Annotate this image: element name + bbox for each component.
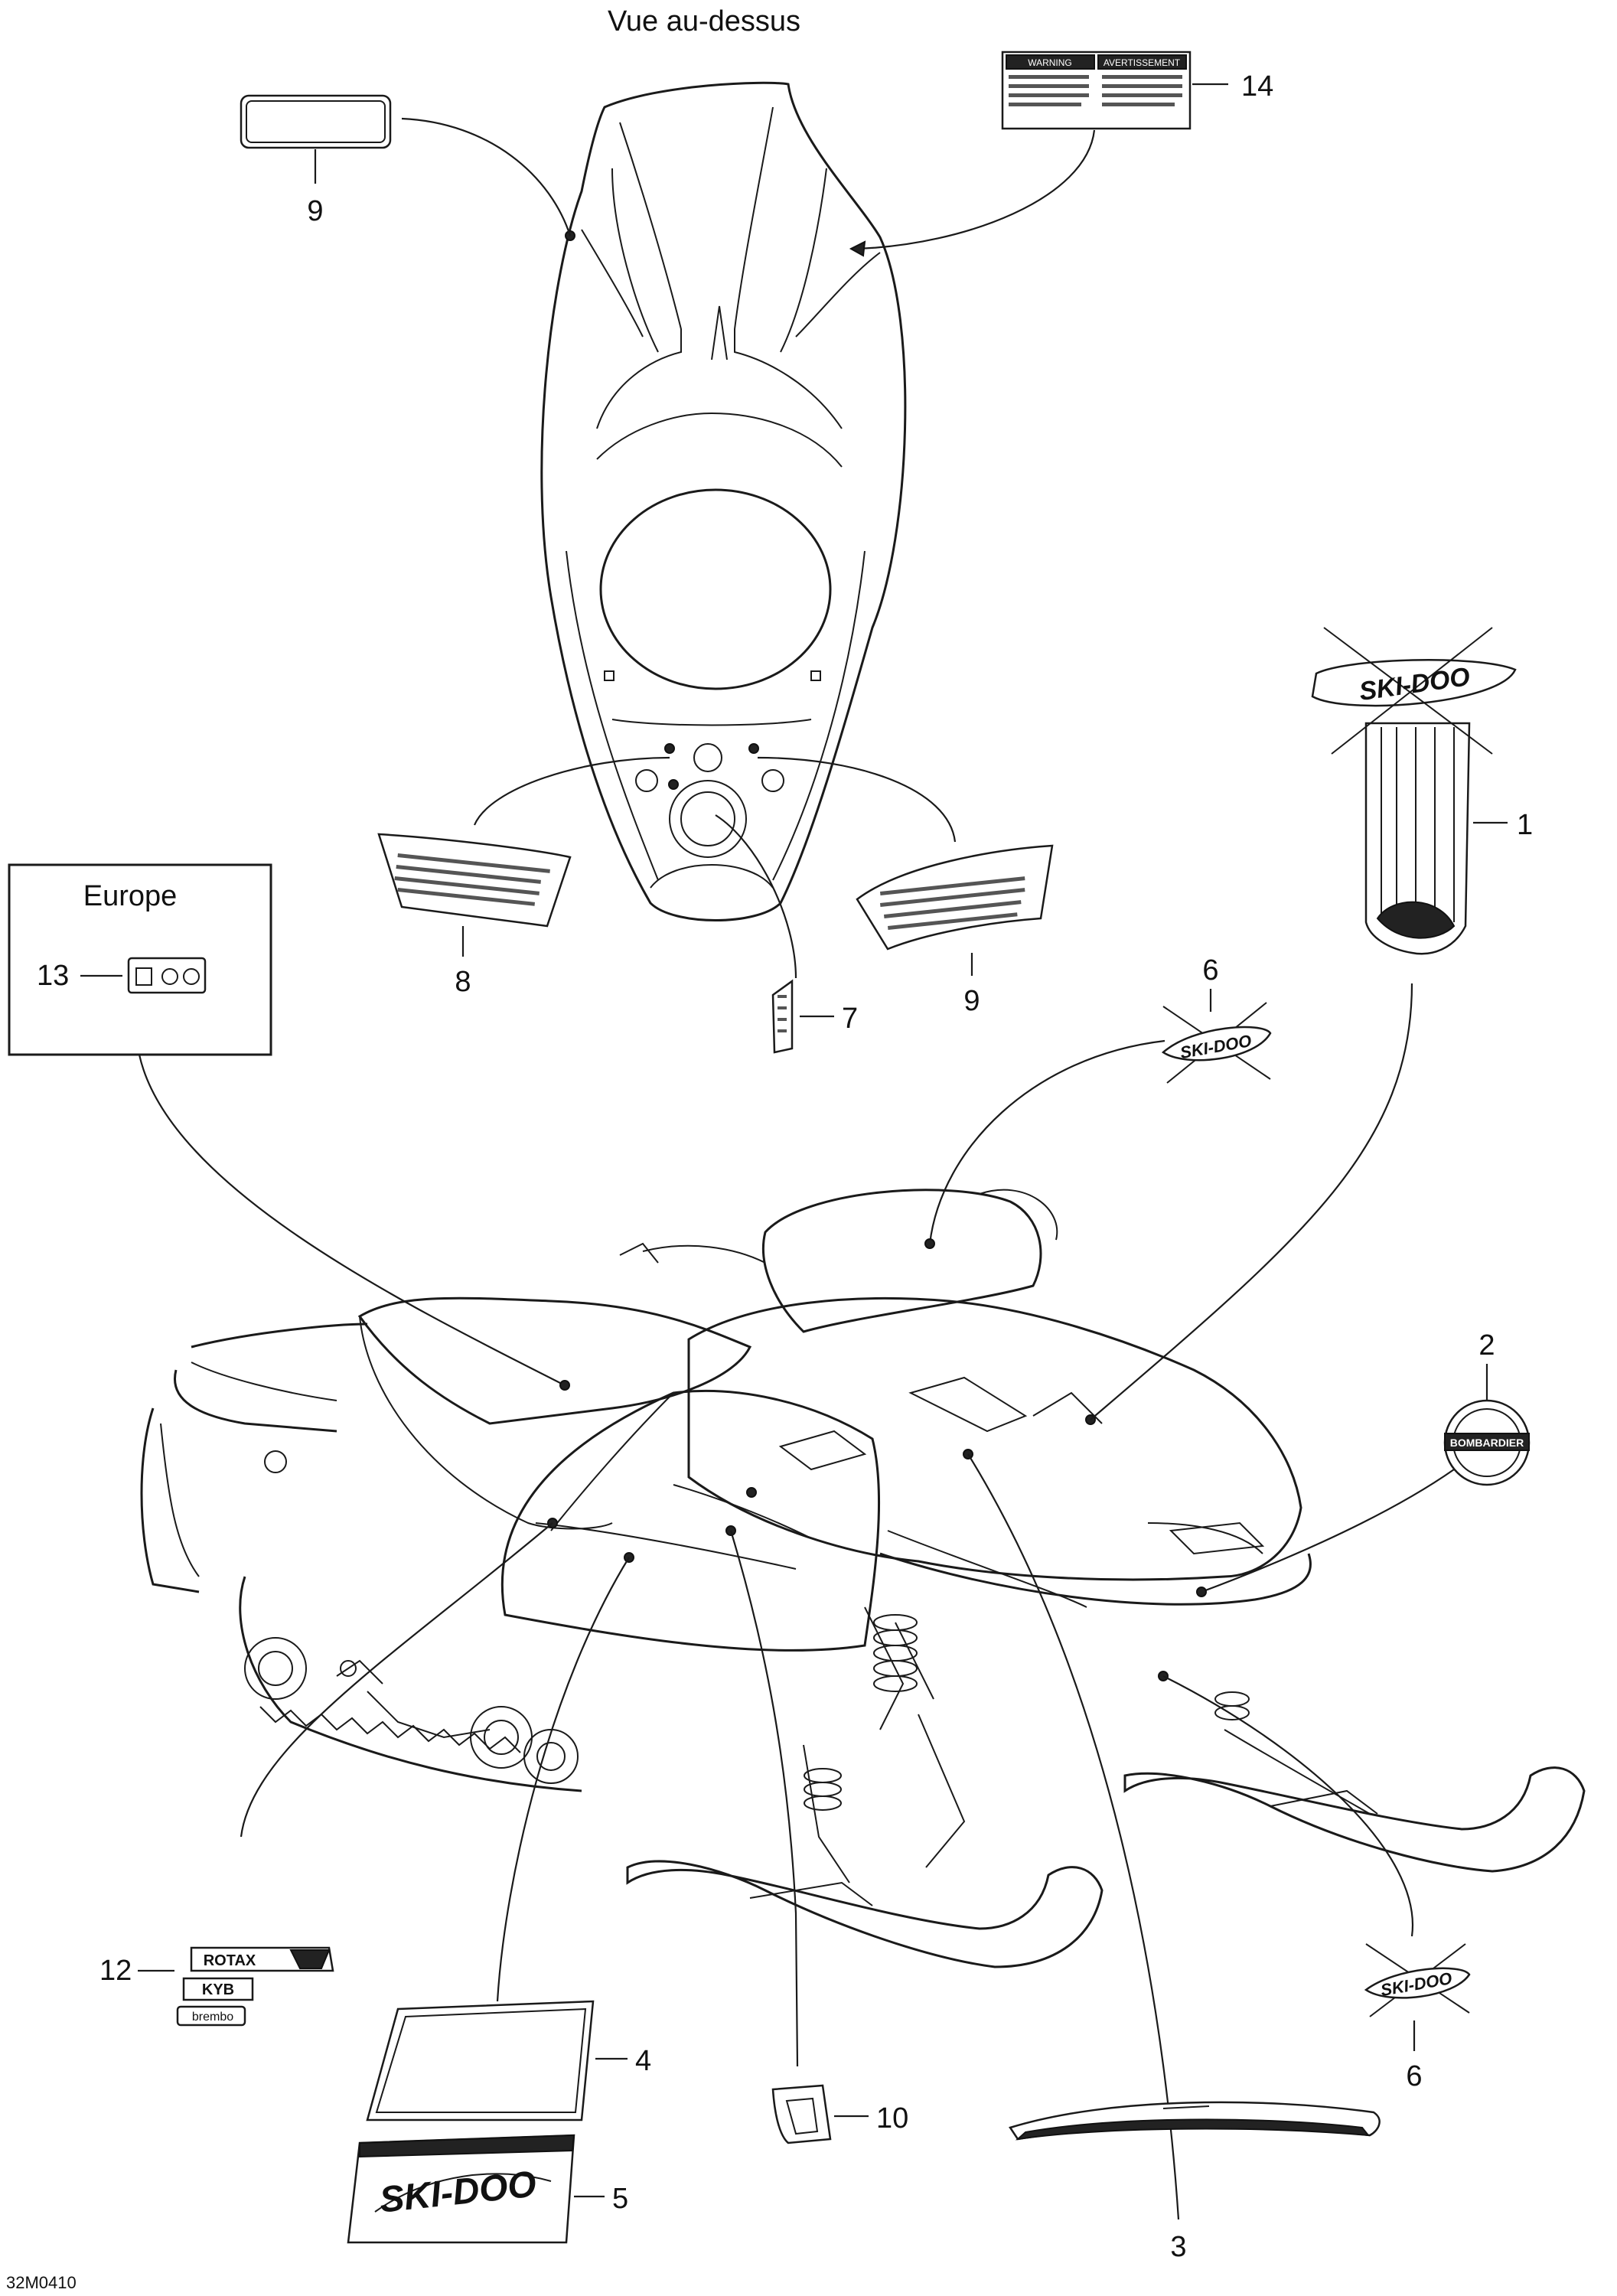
- callout-3: 3: [1170, 2231, 1186, 2263]
- decal-14-warning-label: WARNING AVERTISSEMENT 14: [849, 51, 1273, 257]
- europe-title: Europe: [83, 880, 178, 912]
- label-14-warning-fr: AVERTISSEMENT: [1104, 57, 1181, 68]
- decal-7: 7: [715, 814, 858, 1054]
- callout-6-upper: 6: [1202, 954, 1218, 987]
- callout-7: 7: [842, 1003, 858, 1035]
- callout-2: 2: [1478, 1329, 1495, 1362]
- decal-3: 3: [967, 1453, 1381, 2263]
- label-12-rotax: ROTAX: [204, 1952, 256, 1969]
- decal-2: 2 BOMBARDIER: [1201, 1329, 1531, 1593]
- decal-4: 4: [366, 1557, 651, 2122]
- callout-8: 8: [455, 966, 471, 998]
- callout-5: 5: [612, 2183, 628, 2215]
- callout-10: 9: [307, 195, 323, 227]
- callout-9: 9: [963, 985, 980, 1017]
- drawing-code: 32M0410: [6, 2273, 77, 2292]
- decal-9: 9: [757, 756, 1054, 1017]
- callout-4: 4: [635, 2045, 651, 2077]
- view-title: Vue au-dessus: [608, 5, 800, 38]
- decal-6-lower: SKI-DOO 6: [1162, 1675, 1471, 2092]
- callout-12: 12: [99, 1955, 132, 1987]
- decal-6-upper: 6 SKI-DOO: [928, 954, 1272, 1244]
- decal-1: SKI-DOO 1: [1311, 627, 1533, 955]
- callout-11: 10: [876, 2102, 908, 2135]
- label-12-kyb: KYB: [202, 1981, 234, 1998]
- callout-6-lower: 6: [1406, 2060, 1422, 2092]
- callout-1: 1: [1517, 809, 1533, 841]
- label-12-brembo: brembo: [192, 2011, 233, 2024]
- label-2-bombardier: BOMBARDIER: [1450, 1437, 1524, 1449]
- snowmobile-side-view: [140, 1189, 1586, 1968]
- decal-8: 8: [377, 756, 670, 998]
- callout-13: 13: [37, 960, 69, 992]
- hood-top-view: [540, 81, 907, 921]
- decal-12: 12 ROTAX KYB brembo: [99, 1522, 553, 2027]
- europe-box: Europe 13: [8, 863, 566, 1386]
- decal-5: SKI-DOO 5: [347, 2134, 628, 2244]
- leader-1: [1090, 983, 1413, 1420]
- decal-10: 9: [240, 94, 572, 236]
- decal-11: 10: [729, 1530, 908, 2144]
- callout-14: 14: [1241, 70, 1273, 103]
- label-14-warning-en: WARNING: [1028, 57, 1072, 68]
